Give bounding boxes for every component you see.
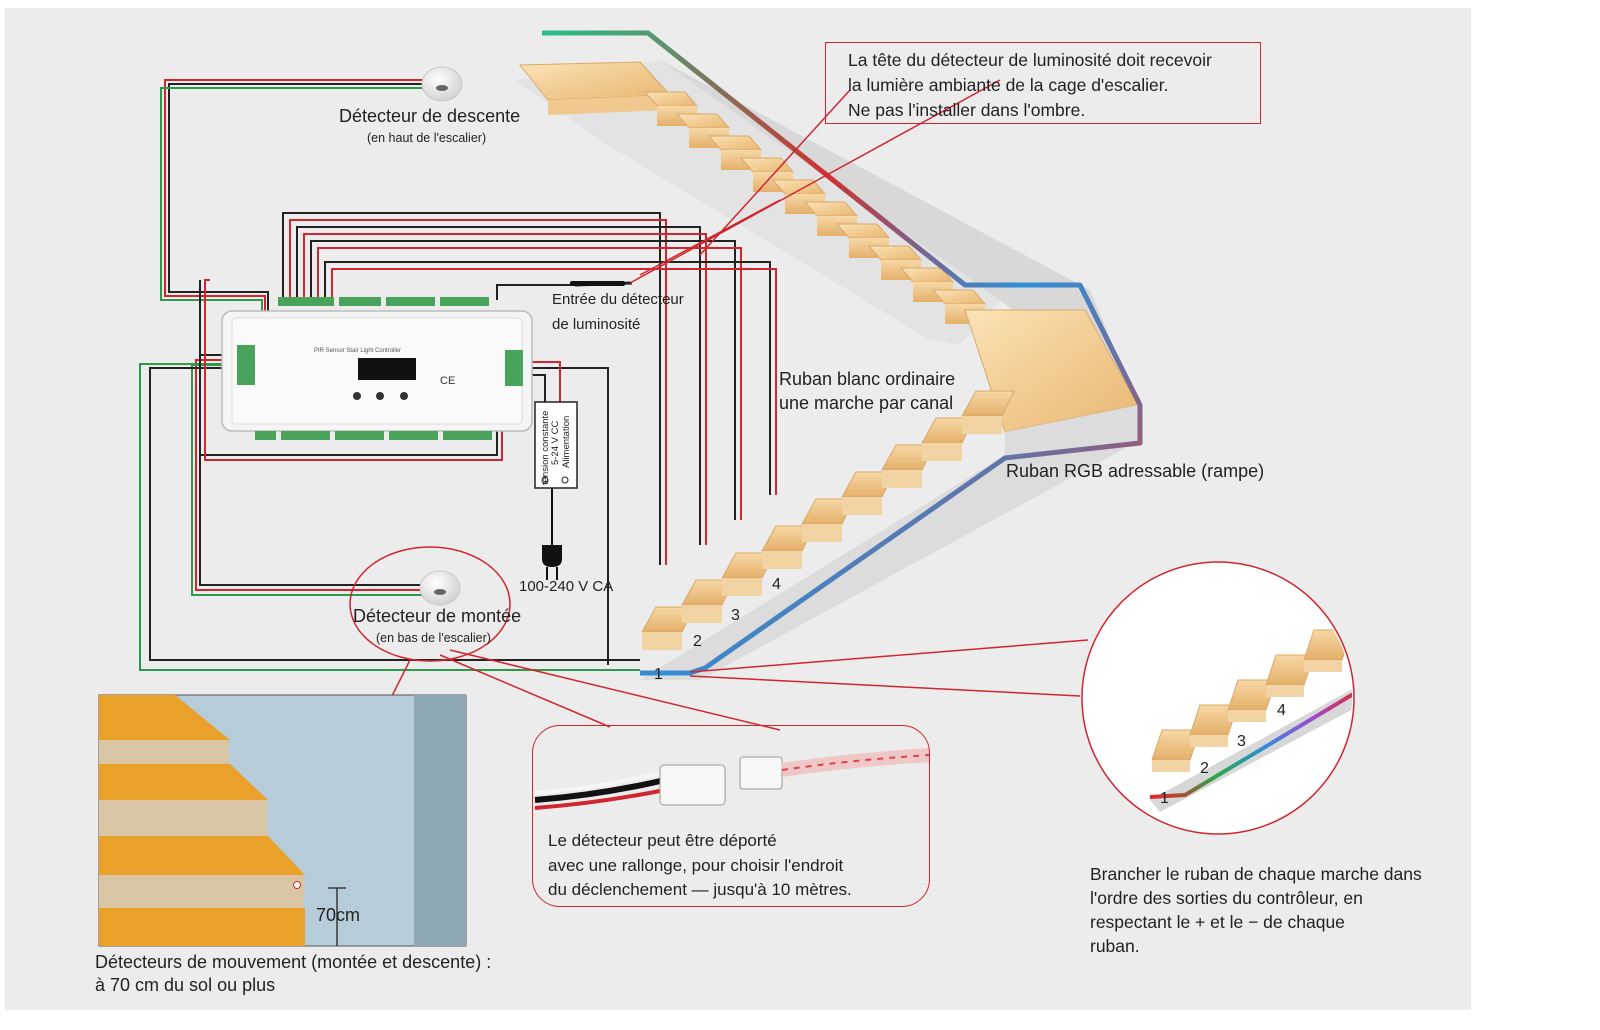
zoom-step xyxy=(1341,604,1352,636)
mains-plug-icon xyxy=(542,545,562,567)
wiring-note-line-2: l'ordre des sorties du contrôleur, en xyxy=(1090,888,1363,908)
output-terminals-bottom xyxy=(255,431,492,440)
input-terminal-left xyxy=(237,345,255,385)
terminal-block xyxy=(255,431,276,440)
zoom-step-tread xyxy=(1304,660,1342,672)
extension-line-1: Le détecteur peut être déporté xyxy=(548,831,777,850)
upper-steps xyxy=(643,91,987,324)
zoom-step-number-3: 3 xyxy=(1237,733,1246,750)
lower-step-tread xyxy=(802,524,842,542)
lower-steps xyxy=(641,390,1015,650)
zoom-step-tread xyxy=(1190,735,1228,747)
zoom-step-number-1: 1 xyxy=(1160,790,1169,807)
extension-line-3: du déclenchement — jusqu'à 10 mètres. xyxy=(548,880,852,899)
controller-title: PIR Sensor Stair Light Controller xyxy=(314,348,401,354)
rgb-strip-label: Ruban RGB adressable (rampe) xyxy=(1006,461,1265,481)
wiring-note-line-1: Brancher le ruban de chaque marche dans xyxy=(1090,864,1422,884)
step-number-1: 1 xyxy=(654,666,663,683)
extension-cable-photo xyxy=(534,748,931,810)
terminal-block xyxy=(389,431,438,440)
psu-label-line3: Alimentation xyxy=(561,416,572,468)
psu-labels: tension constante 5-24 V CC Alimentation xyxy=(540,411,572,485)
step-number-3: 3 xyxy=(731,607,740,624)
connector-female xyxy=(659,764,726,806)
wiring-note-line-4: ruban. xyxy=(1090,936,1140,956)
step-number-2: 2 xyxy=(693,633,702,650)
note-line-1: La tête du détecteur de luminosité doit … xyxy=(848,50,1212,70)
lower-step-tread xyxy=(922,443,962,461)
terminal-block xyxy=(339,297,381,306)
lower-step-tread xyxy=(962,416,1002,434)
input-terminal-right xyxy=(505,350,523,386)
wiring-note-line-3: respectant le + et le − de chaque xyxy=(1090,912,1345,932)
mains-label: 100-240 V CA xyxy=(519,578,614,595)
upper-flight-stringer xyxy=(515,60,1000,345)
terminal-block xyxy=(440,297,489,306)
mount-caption-line2: à 70 cm du sol ou plus xyxy=(95,975,276,995)
zoom-step-number-4: 4 xyxy=(1277,702,1286,719)
top-sensor-subtitle: (en haut de l'escalier) xyxy=(367,131,487,145)
zoom-step-tread xyxy=(1342,635,1352,647)
light-sensor-input-line1: Entrée du détecteur xyxy=(552,291,684,308)
psu-label-line2: 5-24 V CC xyxy=(550,421,561,465)
controller-button-down xyxy=(376,392,384,400)
power-supply xyxy=(534,401,578,580)
sensor-position-marker xyxy=(293,881,301,889)
lower-step-tread xyxy=(762,551,802,569)
output-terminals-top xyxy=(278,297,489,306)
lower-step-tread xyxy=(882,470,922,488)
extension-note-box: Le détecteur peut être déporté avec une … xyxy=(532,725,930,907)
terminal-block xyxy=(335,431,384,440)
terminal-block xyxy=(443,431,492,440)
svg-text:CE: CE xyxy=(440,375,455,387)
lower-step-tread xyxy=(842,497,882,515)
terminal-block xyxy=(386,297,435,306)
lower-flight-stringer xyxy=(640,440,1140,680)
terminal-block xyxy=(278,297,334,306)
terminal-block xyxy=(281,431,330,440)
bottom-sensor-title: Détecteur de montée xyxy=(353,606,522,626)
extension-line-2: avec une rallonge, pour choisir l'endroi… xyxy=(548,856,844,875)
bottom-sensor-icon xyxy=(419,570,461,606)
light-sensor-note: La tête du détecteur de luminosité doit … xyxy=(825,42,1261,124)
mount-height-label: 70cm xyxy=(316,905,361,925)
zoom-detail xyxy=(1081,561,1355,835)
light-sensor-input-line2: de luminosité xyxy=(552,316,641,333)
zoom-step-number-2: 2 xyxy=(1200,760,1209,777)
top-sensor-title: Détecteur de descente xyxy=(339,106,521,126)
zoom-step-tread xyxy=(1152,760,1190,772)
light-sensor-probe xyxy=(570,281,625,286)
zoom-step-tread xyxy=(1266,685,1304,697)
white-strip-line1: Ruban blanc ordinaire xyxy=(779,369,956,389)
controller-button-up xyxy=(400,392,408,400)
top-sensor-icon xyxy=(421,66,463,102)
rgb-strip-path xyxy=(542,30,1143,676)
staircase xyxy=(515,30,1143,680)
white-strip-line2: une marche par canal xyxy=(779,393,954,413)
lower-step-tread xyxy=(722,578,762,596)
controller-box: CE PIR Sensor Stair Light Controller xyxy=(221,297,533,440)
bottom-sensor-subtitle: (en bas de l'escalier) xyxy=(376,631,491,645)
step-number-4: 4 xyxy=(772,576,781,593)
controller-wires xyxy=(139,79,777,671)
psu-label-line1: tension constante xyxy=(540,411,551,485)
connector-male xyxy=(739,756,783,790)
mount-illustration xyxy=(98,694,467,947)
zoom-step-tread xyxy=(1228,710,1266,722)
note-line-2: la lumière ambiante de la cage d'escalie… xyxy=(848,75,1169,95)
bottom-sensor-highlight xyxy=(349,546,511,662)
controller-button-m xyxy=(353,392,361,400)
controller-display xyxy=(358,358,416,380)
lower-step-tread xyxy=(682,605,722,623)
note-line-3: Ne pas l'installer dans l'ombre. xyxy=(848,100,1086,120)
step-numbers: 1 2 3 4 1 2 3 4 xyxy=(654,576,1286,807)
lower-step-tread xyxy=(642,632,682,650)
mount-caption-line1: Détecteurs de mouvement (montée et desce… xyxy=(95,952,492,972)
